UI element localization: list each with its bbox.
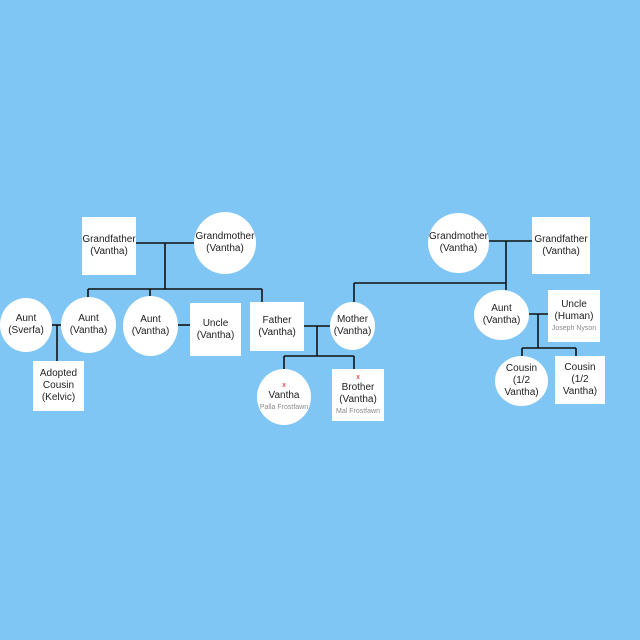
cousin-2-node: Cousin (1/2 Vantha) [555,356,605,404]
character-name: Palla Frostfawn [259,404,309,411]
node-label: Father (Vantha) [258,314,296,338]
node-label: Brother (Vantha) [339,382,377,405]
grandfather-left-node: Grandfather (Vantha) [82,217,136,275]
node-label: Uncle (Human) [554,299,594,322]
node-label: Adopted Cousin (Kelvic) [39,368,78,403]
node-label: Aunt (Vantha) [69,313,108,336]
uncle-human-node: Uncle (Human) Joseph Nyson [548,290,600,342]
brother-node: x Brother (Vantha) Mal Frostfawn [332,369,384,421]
node-label: Grandmother (Vantha) [429,231,488,254]
aunt-right-node: Aunt (Vantha) [474,290,529,340]
node-label: Grandfather (Vantha) [534,233,588,257]
node-label: Vantha [268,390,300,401]
node-label: Mother (Vantha) [333,314,372,337]
father-node: Father (Vantha) [250,302,304,351]
grandmother-right-node: Grandmother (Vantha) [428,213,489,273]
character-name: Joseph Nyson [551,325,597,332]
node-label: Grandfather (Vantha) [82,234,136,257]
grandmother-left-node: Grandmother (Vantha) [194,212,256,274]
node-label: Aunt (Vantha) [482,303,521,326]
node-label: Aunt (Vantha) [131,314,170,337]
aunt-vantha-1-node: Aunt (Vantha) [61,297,116,353]
marker-x: x [356,374,360,381]
node-label: Grandmother (Vantha) [195,231,255,254]
uncle-vantha-node: Uncle (Vantha) [190,303,241,356]
character-name: Mal Frostfawn [336,408,380,415]
node-label: Uncle (Vantha) [196,317,235,341]
grandfather-right-node: Grandfather (Vantha) [532,217,590,274]
vantha-node: x Vantha Palla Frostfawn [257,369,311,425]
node-label: Cousin (1/2 Vantha) [562,362,598,397]
cousin-1-node: Cousin (1/2 Vantha) [495,356,548,406]
mother-node: Mother (Vantha) [330,302,375,350]
marker-x: x [282,382,286,389]
aunt-vantha-2-node: Aunt (Vantha) [123,296,178,356]
node-label: Cousin (1/2 Vantha) [504,363,539,398]
aunt-sverfa-node: Aunt (Sverfa) [0,298,52,352]
node-label: Aunt (Sverfa) [8,313,44,336]
adopted-cousin-node: Adopted Cousin (Kelvic) [33,361,84,411]
